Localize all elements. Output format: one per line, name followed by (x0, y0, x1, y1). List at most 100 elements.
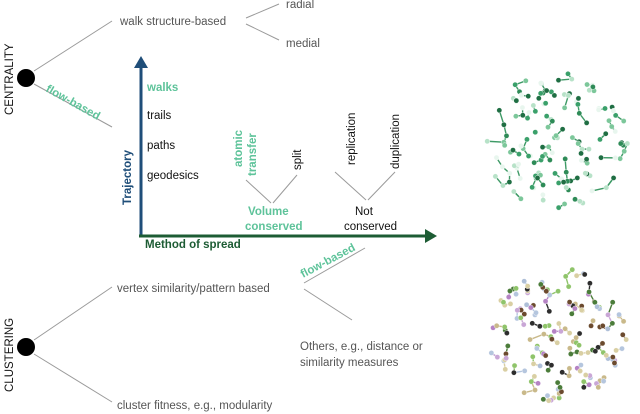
graph-node (573, 334, 579, 341)
graph-node (546, 308, 553, 315)
graph-node (587, 280, 593, 287)
graph-node (597, 136, 603, 143)
graph-node (531, 373, 538, 380)
graph-node (506, 170, 513, 177)
graph-node (493, 322, 500, 329)
graph-node (619, 345, 625, 352)
graph-node (545, 367, 551, 373)
graph-node (557, 384, 563, 391)
graph-node (586, 289, 592, 295)
volume-conserved-line2: conserved (245, 221, 303, 233)
spread-axis-arrowhead-icon (425, 229, 437, 243)
graph-node (525, 93, 532, 99)
clustering-node-icon (17, 338, 35, 356)
graph-node (572, 305, 578, 312)
graph-node (592, 299, 598, 306)
graph-node (501, 142, 508, 149)
graph-node (603, 184, 610, 191)
graph-node (613, 347, 619, 354)
graph-node (518, 92, 525, 99)
trajectory-axis-arrowhead-icon (134, 56, 148, 68)
not-left-branch (334, 171, 367, 201)
graph-node (542, 100, 549, 107)
graph-node (537, 323, 543, 330)
graph-node (563, 169, 570, 175)
colored-cluster-network-graph-icon (488, 266, 629, 404)
graph-node (561, 105, 568, 111)
graph-node (567, 345, 573, 352)
graph-node (529, 184, 535, 191)
graph-node (542, 323, 549, 330)
graph-node (609, 320, 616, 327)
graph-node (542, 298, 549, 305)
graph-node (581, 384, 587, 391)
graph-node (530, 361, 537, 367)
graph-node (501, 121, 507, 128)
graph-node (526, 109, 532, 116)
graph-node (565, 92, 572, 99)
graph-node (518, 195, 524, 202)
graph-node (566, 365, 573, 372)
graph-node (555, 180, 562, 186)
walk-structure-label: walk structure-based (119, 16, 226, 28)
clustering-vertex-branch (33, 286, 113, 341)
graph-node (562, 273, 569, 280)
graph-node (574, 175, 581, 181)
graph-node (609, 299, 616, 306)
graph-node (620, 118, 627, 124)
graph-node (493, 154, 500, 161)
clustering-others-branch (303, 288, 353, 321)
graph-node (537, 363, 543, 369)
graph-node (543, 288, 550, 295)
split-label: split (292, 149, 304, 170)
graph-node (604, 326, 611, 332)
trajectory-geodesics: geodesics (147, 170, 199, 182)
graph-node (598, 154, 604, 161)
graph-node (543, 113, 550, 119)
graph-node (513, 285, 519, 292)
graph-node (621, 148, 628, 155)
graph-node (554, 379, 561, 386)
spread-axis-label: Method of spread (145, 239, 241, 251)
graph-node (527, 336, 533, 343)
graph-node (499, 163, 506, 170)
graph-node (624, 140, 631, 147)
graph-node (555, 77, 562, 83)
graph-node (521, 368, 528, 374)
graph-node (534, 175, 541, 181)
graph-node (538, 281, 544, 288)
graph-node (606, 117, 612, 124)
others-line1: Others, e.g., distance or (300, 341, 423, 353)
green-network-graph-icon (484, 71, 631, 211)
graph-node (576, 342, 582, 349)
graph-node (577, 368, 583, 374)
graph-node (620, 318, 627, 325)
graph-node (532, 387, 538, 393)
graph-node (583, 156, 590, 163)
graph-node (551, 92, 558, 99)
graph-node (583, 120, 590, 126)
graph-node (505, 343, 511, 349)
graph-node (576, 330, 583, 337)
replication-label: replication (346, 113, 358, 165)
graph-node (586, 87, 593, 94)
graph-node (511, 362, 518, 369)
atomic-transfer-line2: transfer (247, 133, 259, 176)
graph-node (544, 392, 551, 399)
graph-node (547, 157, 553, 163)
graph-node (500, 299, 507, 306)
graph-node (582, 372, 589, 378)
graph-node (555, 288, 561, 294)
graph-node (611, 360, 618, 366)
graph-node (623, 336, 629, 343)
graph-node (610, 175, 617, 181)
graph-node (605, 312, 611, 318)
volume-left-branch (245, 179, 272, 204)
graph-node (529, 320, 536, 327)
graph-node (540, 197, 546, 203)
graph-node (561, 201, 568, 207)
graph-node (537, 90, 544, 97)
graph-node (517, 315, 524, 321)
not-conserved-line2: conserved (344, 221, 397, 233)
